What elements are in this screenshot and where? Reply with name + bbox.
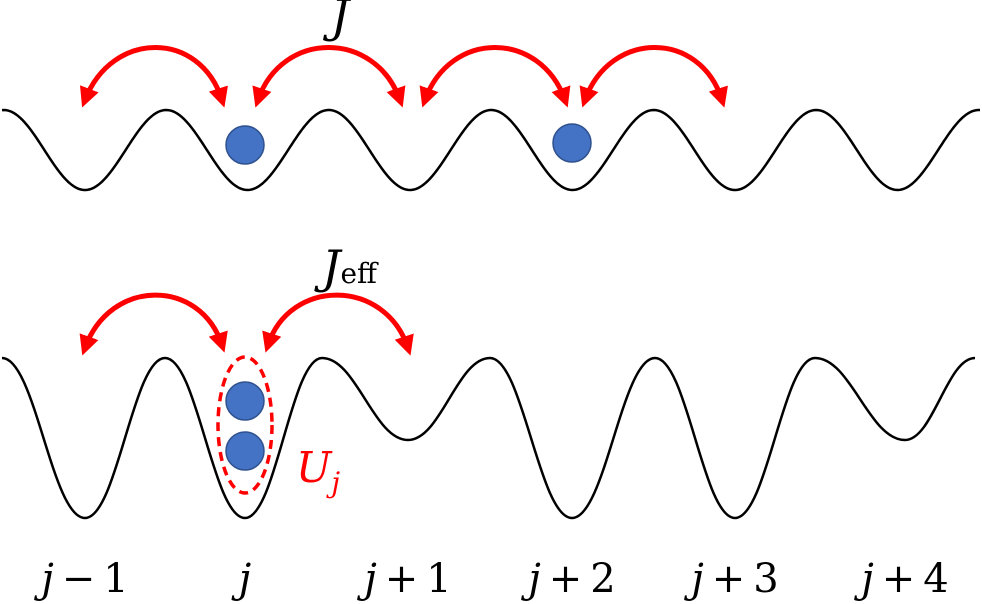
site-label-j-minus-1: j−1	[33, 556, 128, 602]
particle-site-j	[225, 125, 265, 165]
bottom-panel: Jeff Uj	[1, 240, 976, 520]
doublon-hopping-arrow-left	[79, 292, 228, 356]
top-hopping-arrows	[80, 45, 728, 108]
hopping-label-J: J	[323, 0, 352, 43]
site-label-j: j	[231, 556, 251, 602]
interaction-label: Uj	[296, 443, 340, 499]
doublon-hopping-arrow-right	[262, 292, 414, 356]
effective-hopping-symbol: J	[314, 240, 343, 294]
hopping-arrow-j-to-j-plus-1	[252, 45, 406, 108]
effective-hopping-label: Jeff	[314, 240, 379, 294]
particle-site-j-plus-2	[552, 123, 592, 163]
doublon-interaction-outline	[216, 355, 274, 495]
top-lattice-potential	[1, 108, 981, 192]
interaction-symbol: U	[296, 443, 333, 492]
site-label-j-plus-3: j+3	[683, 556, 778, 602]
site-labels: j−1 j j+1 j+2 j+3 j+4	[33, 556, 948, 602]
doublon-particle-lower	[225, 431, 265, 471]
hopping-arrow-j-to-j-minus-1	[80, 45, 228, 108]
bottom-lattice-potential	[1, 356, 976, 520]
site-label-j-plus-1: j+1	[356, 556, 451, 602]
site-label-j-plus-4: j+4	[853, 556, 948, 602]
hopping-arrow-j-plus-2-to-j-plus-3	[579, 45, 728, 108]
top-panel: J	[1, 0, 981, 192]
hopping-arrow-j-plus-2-to-j-plus-1	[419, 45, 571, 108]
doublon-particle-upper	[225, 381, 265, 421]
bottom-hopping-arrows	[79, 292, 414, 356]
site-label-j-plus-2: j+2	[520, 556, 615, 602]
effective-hopping-subscript: eff	[340, 257, 379, 290]
